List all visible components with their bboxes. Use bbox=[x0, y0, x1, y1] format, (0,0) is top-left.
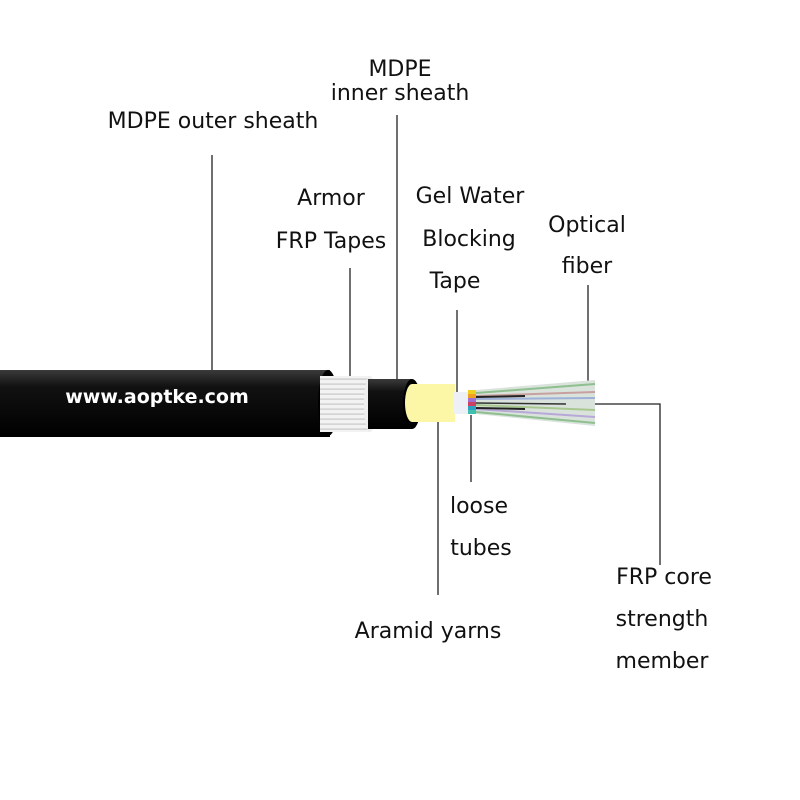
label-fiber-2: fiber bbox=[562, 254, 613, 279]
label-inner-sheath-2: inner sheath bbox=[331, 81, 470, 106]
label-inner-sheath-1: MDPE bbox=[368, 57, 431, 82]
label-outer-sheath: MDPE outer sheath bbox=[108, 109, 319, 134]
label-fiber-1: Optical bbox=[548, 213, 626, 238]
label-gel-2: Blocking bbox=[422, 227, 516, 252]
aramid-yarns bbox=[412, 384, 455, 422]
label-tubes-2: tubes bbox=[450, 536, 512, 561]
label-armor-1: Armor bbox=[297, 186, 366, 211]
label-frp-1: FRP core bbox=[616, 565, 712, 590]
label-frp-2: strength bbox=[616, 607, 709, 632]
optical-fibers bbox=[475, 380, 596, 426]
label-tubes-1: loose bbox=[450, 494, 508, 519]
cable bbox=[0, 370, 596, 437]
label-gel-1: Gel Water bbox=[416, 184, 526, 209]
label-aramid: Aramid yarns bbox=[355, 619, 502, 644]
leader-lines bbox=[211, 115, 661, 595]
watermark: www.aoptke.com bbox=[65, 386, 249, 408]
gel-tape bbox=[453, 392, 469, 414]
outer-sheath bbox=[0, 370, 330, 437]
label-gel-3: Tape bbox=[429, 269, 481, 294]
frp-core bbox=[475, 402, 567, 405]
label-frp-3: member bbox=[616, 649, 710, 674]
label-armor-2: FRP Tapes bbox=[276, 229, 386, 254]
loose-tubes bbox=[468, 390, 476, 414]
armor-tapes bbox=[320, 376, 370, 432]
